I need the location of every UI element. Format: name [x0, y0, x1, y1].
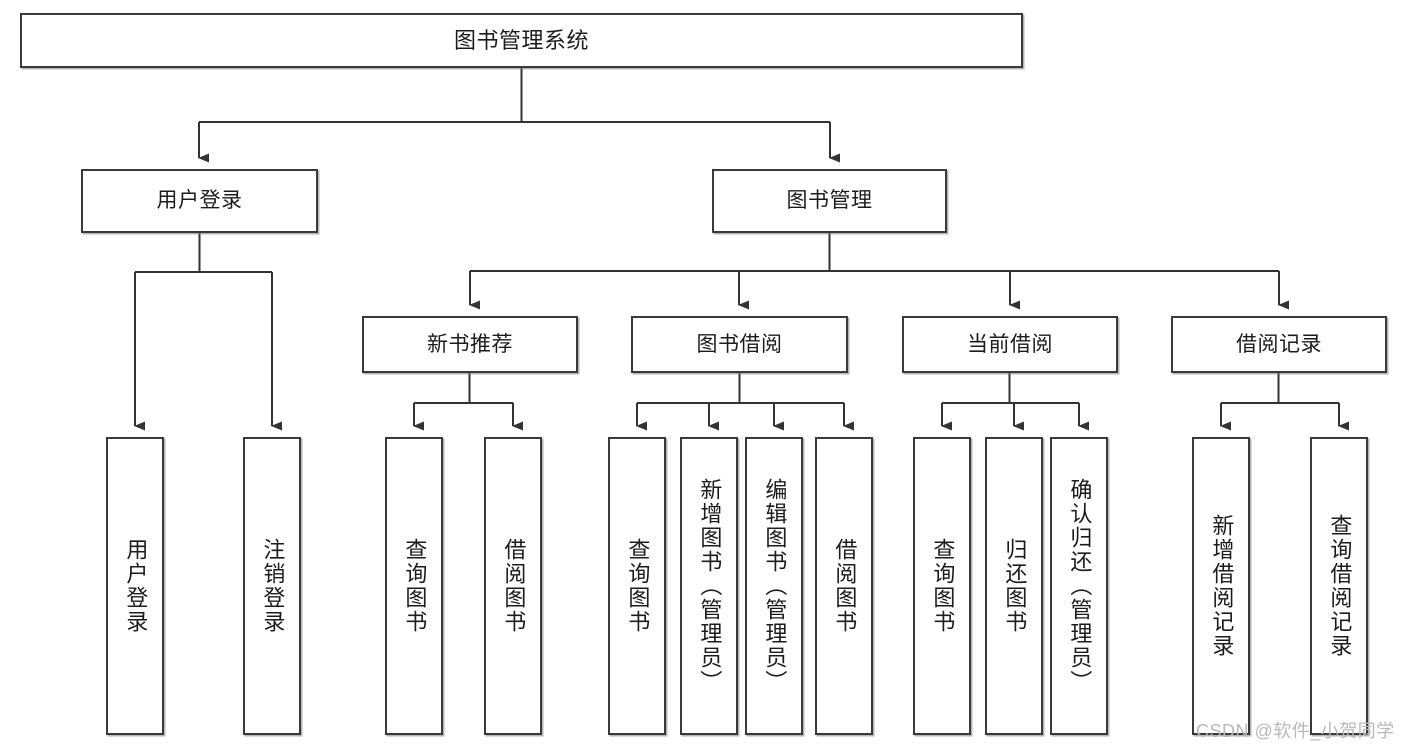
node-leaf-user-login-label: 用户登录 [123, 538, 149, 634]
node-leaf-add-book[interactable]: 新增图书（管理员） [680, 437, 738, 735]
node-leaf-return-book[interactable]: 归还图书 [985, 437, 1043, 735]
node-new-book-recommend[interactable]: 新书推荐 [362, 316, 578, 373]
node-leaf-query-book-3[interactable]: 查询图书 [913, 437, 971, 735]
node-leaf-borrow-book-2-label: 借阅图书 [832, 538, 858, 634]
node-book-manage[interactable]: 图书管理 [712, 169, 947, 233]
node-current-borrow-label: 当前借阅 [967, 332, 1053, 356]
node-leaf-add-record-label: 新增借阅记录 [1209, 514, 1235, 658]
node-borrow-record-label: 借阅记录 [1236, 332, 1322, 356]
node-leaf-borrow-book-1-label: 借阅图书 [501, 538, 527, 634]
node-root[interactable]: 图书管理系统 [20, 13, 1023, 68]
node-book-manage-label: 图书管理 [786, 189, 873, 213]
node-leaf-query-book-3-label: 查询图书 [930, 538, 956, 634]
node-leaf-query-record-label: 查询借阅记录 [1327, 514, 1353, 658]
node-root-label: 图书管理系统 [453, 27, 589, 53]
node-book-borrow[interactable]: 图书借阅 [631, 316, 848, 373]
node-leaf-query-book-1[interactable]: 查询图书 [385, 437, 443, 735]
node-book-borrow-label: 图书借阅 [696, 332, 783, 356]
node-user-login-label: 用户登录 [156, 189, 243, 213]
node-leaf-query-book-2-label: 查询图书 [625, 538, 651, 634]
node-leaf-logout[interactable]: 注销登录 [243, 437, 301, 735]
node-leaf-return-book-label: 归还图书 [1002, 538, 1028, 634]
watermark: CSDN @软件_小贺同学 [1196, 721, 1395, 741]
node-leaf-query-book-2[interactable]: 查询图书 [608, 437, 666, 735]
node-leaf-confirm-return-label: 确认归还（管理员） [1067, 478, 1093, 694]
node-current-borrow[interactable]: 当前借阅 [902, 316, 1118, 373]
node-leaf-confirm-return[interactable]: 确认归还（管理员） [1050, 437, 1108, 735]
node-leaf-borrow-book-2[interactable]: 借阅图书 [815, 437, 873, 735]
node-leaf-borrow-book-1[interactable]: 借阅图书 [484, 437, 542, 735]
node-leaf-logout-label: 注销登录 [260, 538, 286, 634]
node-leaf-query-book-1-label: 查询图书 [402, 538, 428, 634]
node-user-login[interactable]: 用户登录 [81, 169, 318, 233]
node-borrow-record[interactable]: 借阅记录 [1171, 316, 1387, 373]
node-leaf-edit-book[interactable]: 编辑图书（管理员） [745, 437, 803, 735]
node-leaf-user-login[interactable]: 用户登录 [106, 437, 164, 735]
node-leaf-add-book-label: 新增图书（管理员） [697, 478, 723, 694]
node-leaf-query-record[interactable]: 查询借阅记录 [1310, 437, 1368, 735]
node-leaf-add-record[interactable]: 新增借阅记录 [1192, 437, 1250, 735]
node-new-book-recommend-label: 新书推荐 [427, 332, 513, 356]
node-leaf-edit-book-label: 编辑图书（管理员） [762, 478, 788, 694]
